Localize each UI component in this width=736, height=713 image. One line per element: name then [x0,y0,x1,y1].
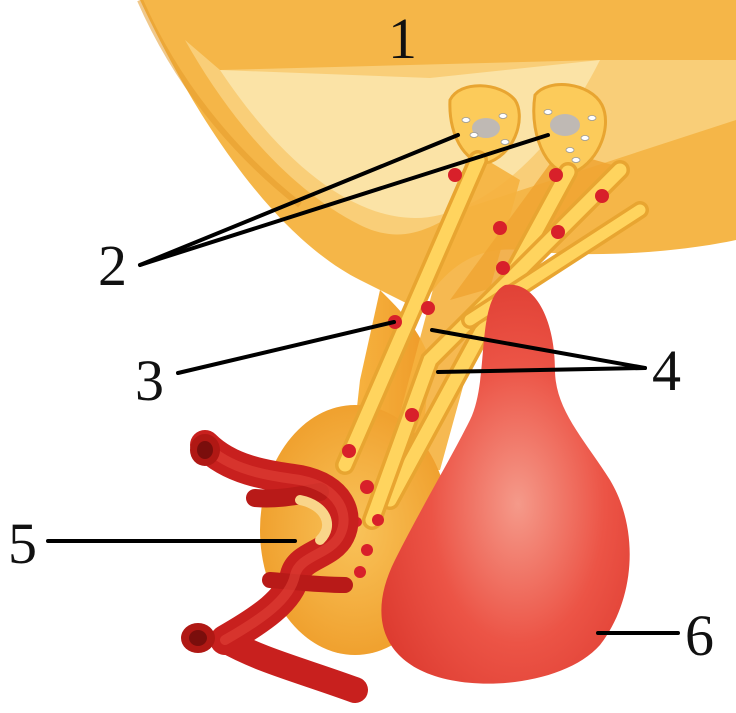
label-4: 4 [652,338,681,403]
label-1: 1 [388,6,417,71]
label-6: 6 [685,603,714,668]
label-3: 3 [135,348,164,413]
label-2: 2 [98,233,127,298]
label-5: 5 [8,511,37,576]
